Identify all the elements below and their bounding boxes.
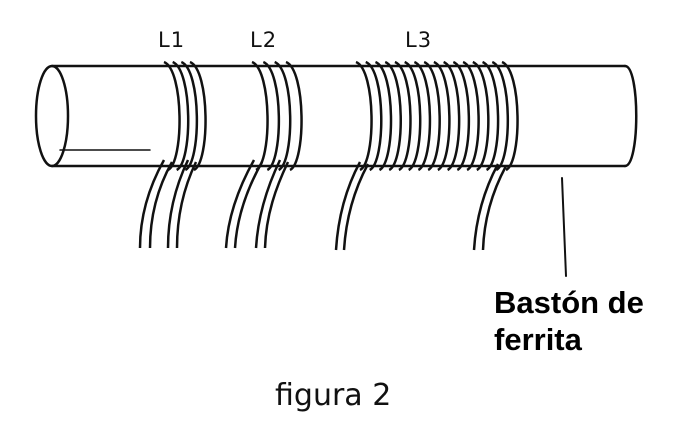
coil-winding [423, 60, 441, 172]
coil-label-l1: L1 [158, 28, 186, 52]
lead-l2-c [254, 159, 282, 249]
figure-caption: figura 2 [275, 378, 392, 413]
coil-l1 [163, 60, 207, 172]
coil-leads [138, 159, 508, 251]
rod-caption-line1: Bastón de [494, 285, 644, 320]
coil-winding [374, 60, 393, 172]
coil-winding [462, 60, 480, 172]
coil-winding [491, 60, 510, 172]
rod-caption-line2: ferrita [494, 322, 582, 357]
coil-winding [452, 60, 471, 172]
lead-l1-c [166, 159, 190, 249]
coil-winding [171, 60, 190, 172]
coil-winding [251, 60, 269, 172]
rod-pointer-line [561, 177, 567, 277]
coil-winding [285, 60, 303, 172]
lead-l3-a [334, 161, 362, 251]
coil-winding [413, 60, 432, 172]
coil-winding [163, 60, 181, 172]
coil-winding [481, 60, 500, 172]
coil-winding [472, 60, 490, 172]
coil-winding [273, 60, 292, 172]
lead-l1-d [175, 161, 198, 249]
ferrite-rod-end-left [34, 64, 70, 168]
lead-l1-a [138, 159, 166, 249]
lead-l2-a [224, 159, 256, 249]
lead-l1-b [148, 161, 174, 249]
rod-caption: Bastón de ferrita [494, 284, 644, 358]
lead-l2-b [233, 161, 264, 249]
coil-winding [262, 60, 281, 172]
coil-winding [355, 60, 373, 172]
coil-winding [384, 60, 402, 172]
lead-l2-d [263, 161, 290, 249]
coil-winding [501, 60, 519, 172]
coil-winding [394, 60, 412, 172]
coil-winding [442, 60, 461, 172]
coil-l2 [251, 60, 303, 172]
coil-winding [365, 60, 383, 172]
coil-winding [403, 60, 422, 172]
lead-l3-c [472, 163, 500, 251]
coil-winding [180, 60, 199, 172]
coil-winding [433, 60, 451, 172]
coil-l3 [355, 60, 519, 172]
ferrite-rod-outline [50, 64, 627, 168]
coil-label-l2: L2 [250, 28, 278, 52]
lead-l3-d [481, 165, 508, 251]
coil-label-l3: L3 [405, 28, 433, 52]
ferrite-rod-end-right [623, 64, 638, 168]
lead-l3-b [342, 163, 370, 251]
coil-winding [189, 60, 207, 172]
